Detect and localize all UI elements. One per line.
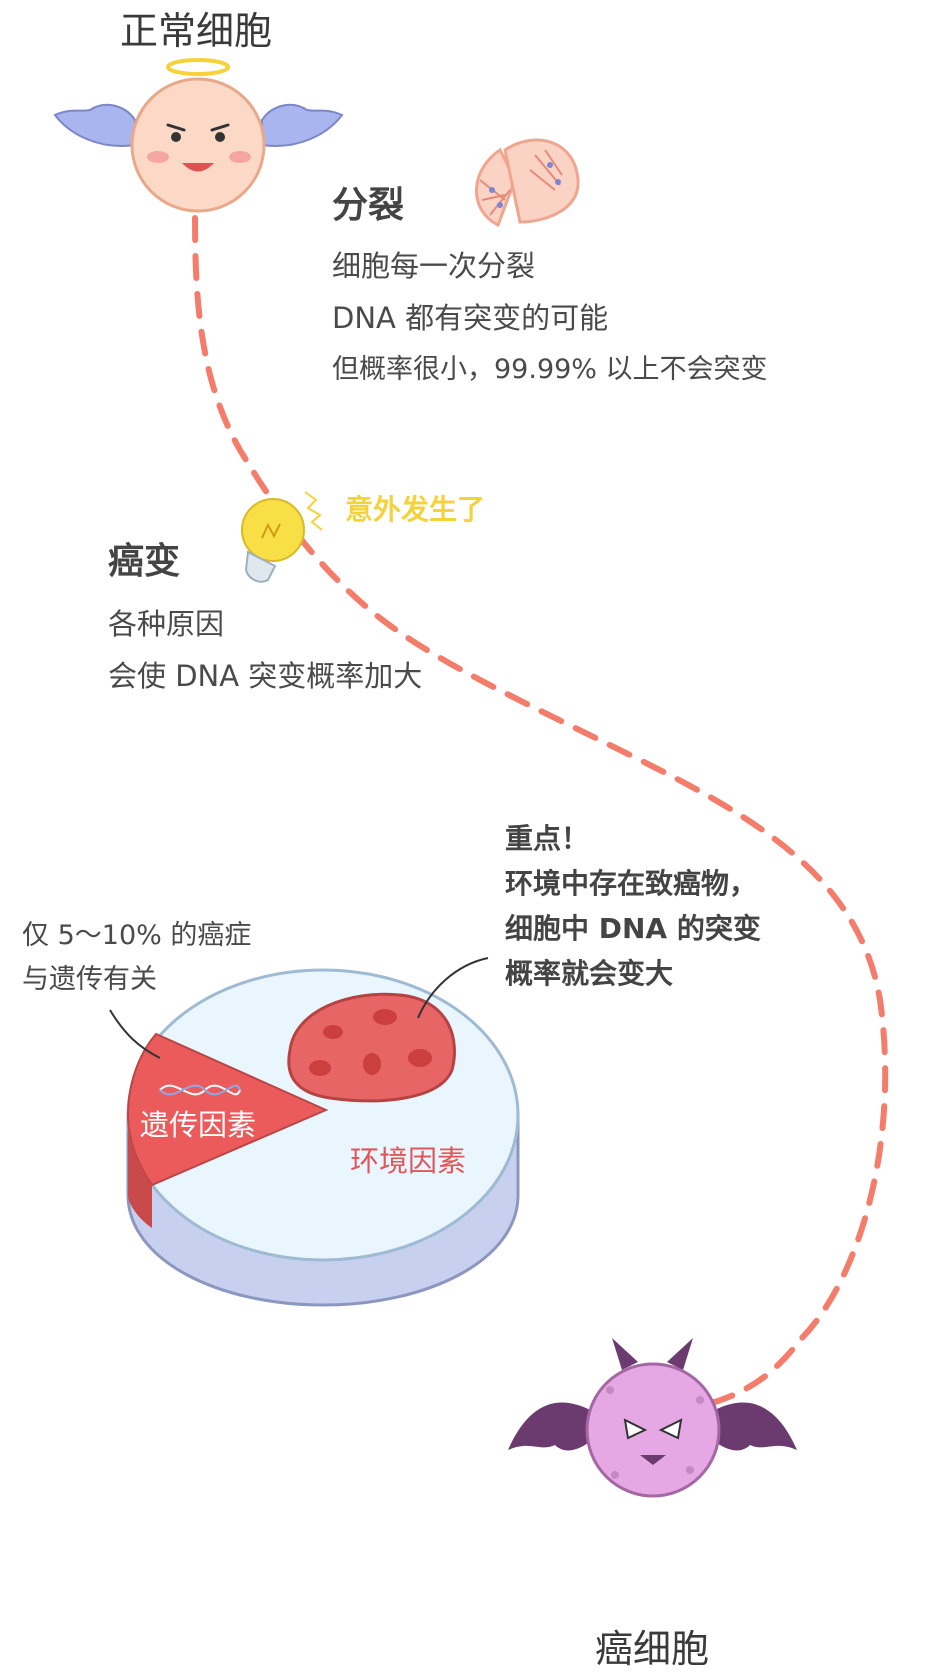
- division-heading: 分裂: [332, 185, 405, 226]
- mutation-line: 各种原因: [108, 607, 225, 641]
- mutation-heading: 癌变: [108, 541, 181, 582]
- genetic-note-line: 仅 5～10% 的癌症: [22, 920, 252, 951]
- division-text: 细胞每一次分裂 DNA 都有突变的可能 但概率很小，99.99% 以上不会突变: [332, 240, 768, 396]
- angel-cell-icon: [53, 58, 344, 213]
- normal-cell-label: 正常细胞: [120, 9, 273, 53]
- cell-division-icon: [475, 138, 580, 228]
- cancer-cell-label: 癌细胞: [595, 1627, 710, 1671]
- progression-dashed-path: [192, 215, 889, 1408]
- tumor-icon: [287, 992, 456, 1103]
- genetic-factor-label: 遗传因素: [140, 1108, 257, 1142]
- environment-note-line: 概率就会变大: [505, 957, 674, 990]
- lightbulb-icon: [241, 491, 323, 583]
- devil-cell-icon: [508, 1338, 797, 1498]
- environment-factor-label: 环境因素: [350, 1144, 467, 1178]
- dna-icon: [159, 1084, 241, 1096]
- mutation-line: 会使 DNA 突变概率加大: [108, 659, 423, 693]
- division-line: 但概率很小，99.99% 以上不会突变: [332, 354, 768, 385]
- genetic-note: 仅 5～10% 的癌症 与遗传有关: [22, 914, 251, 1002]
- genetic-leader-line: [109, 1009, 161, 1059]
- environment-note-line: 细胞中 DNA 的突变: [505, 912, 761, 945]
- mutation-text: 各种原因 会使 DNA 突变概率加大: [108, 598, 422, 702]
- environment-note-line: 重点！: [505, 822, 590, 855]
- division-line: DNA 都有突变的可能: [332, 301, 609, 335]
- division-line: 细胞每一次分裂: [332, 249, 536, 283]
- genetic-note-line: 与遗传有关: [22, 964, 157, 995]
- accident-label: 意外发生了: [345, 493, 486, 526]
- environment-note: 重点！ 环境中存在致癌物， 细胞中 DNA 的突变 概率就会变大: [505, 816, 761, 996]
- pie-chart: [126, 968, 520, 1307]
- environment-note-line: 环境中存在致癌物，: [505, 867, 758, 900]
- environment-leader-line: [417, 957, 489, 1019]
